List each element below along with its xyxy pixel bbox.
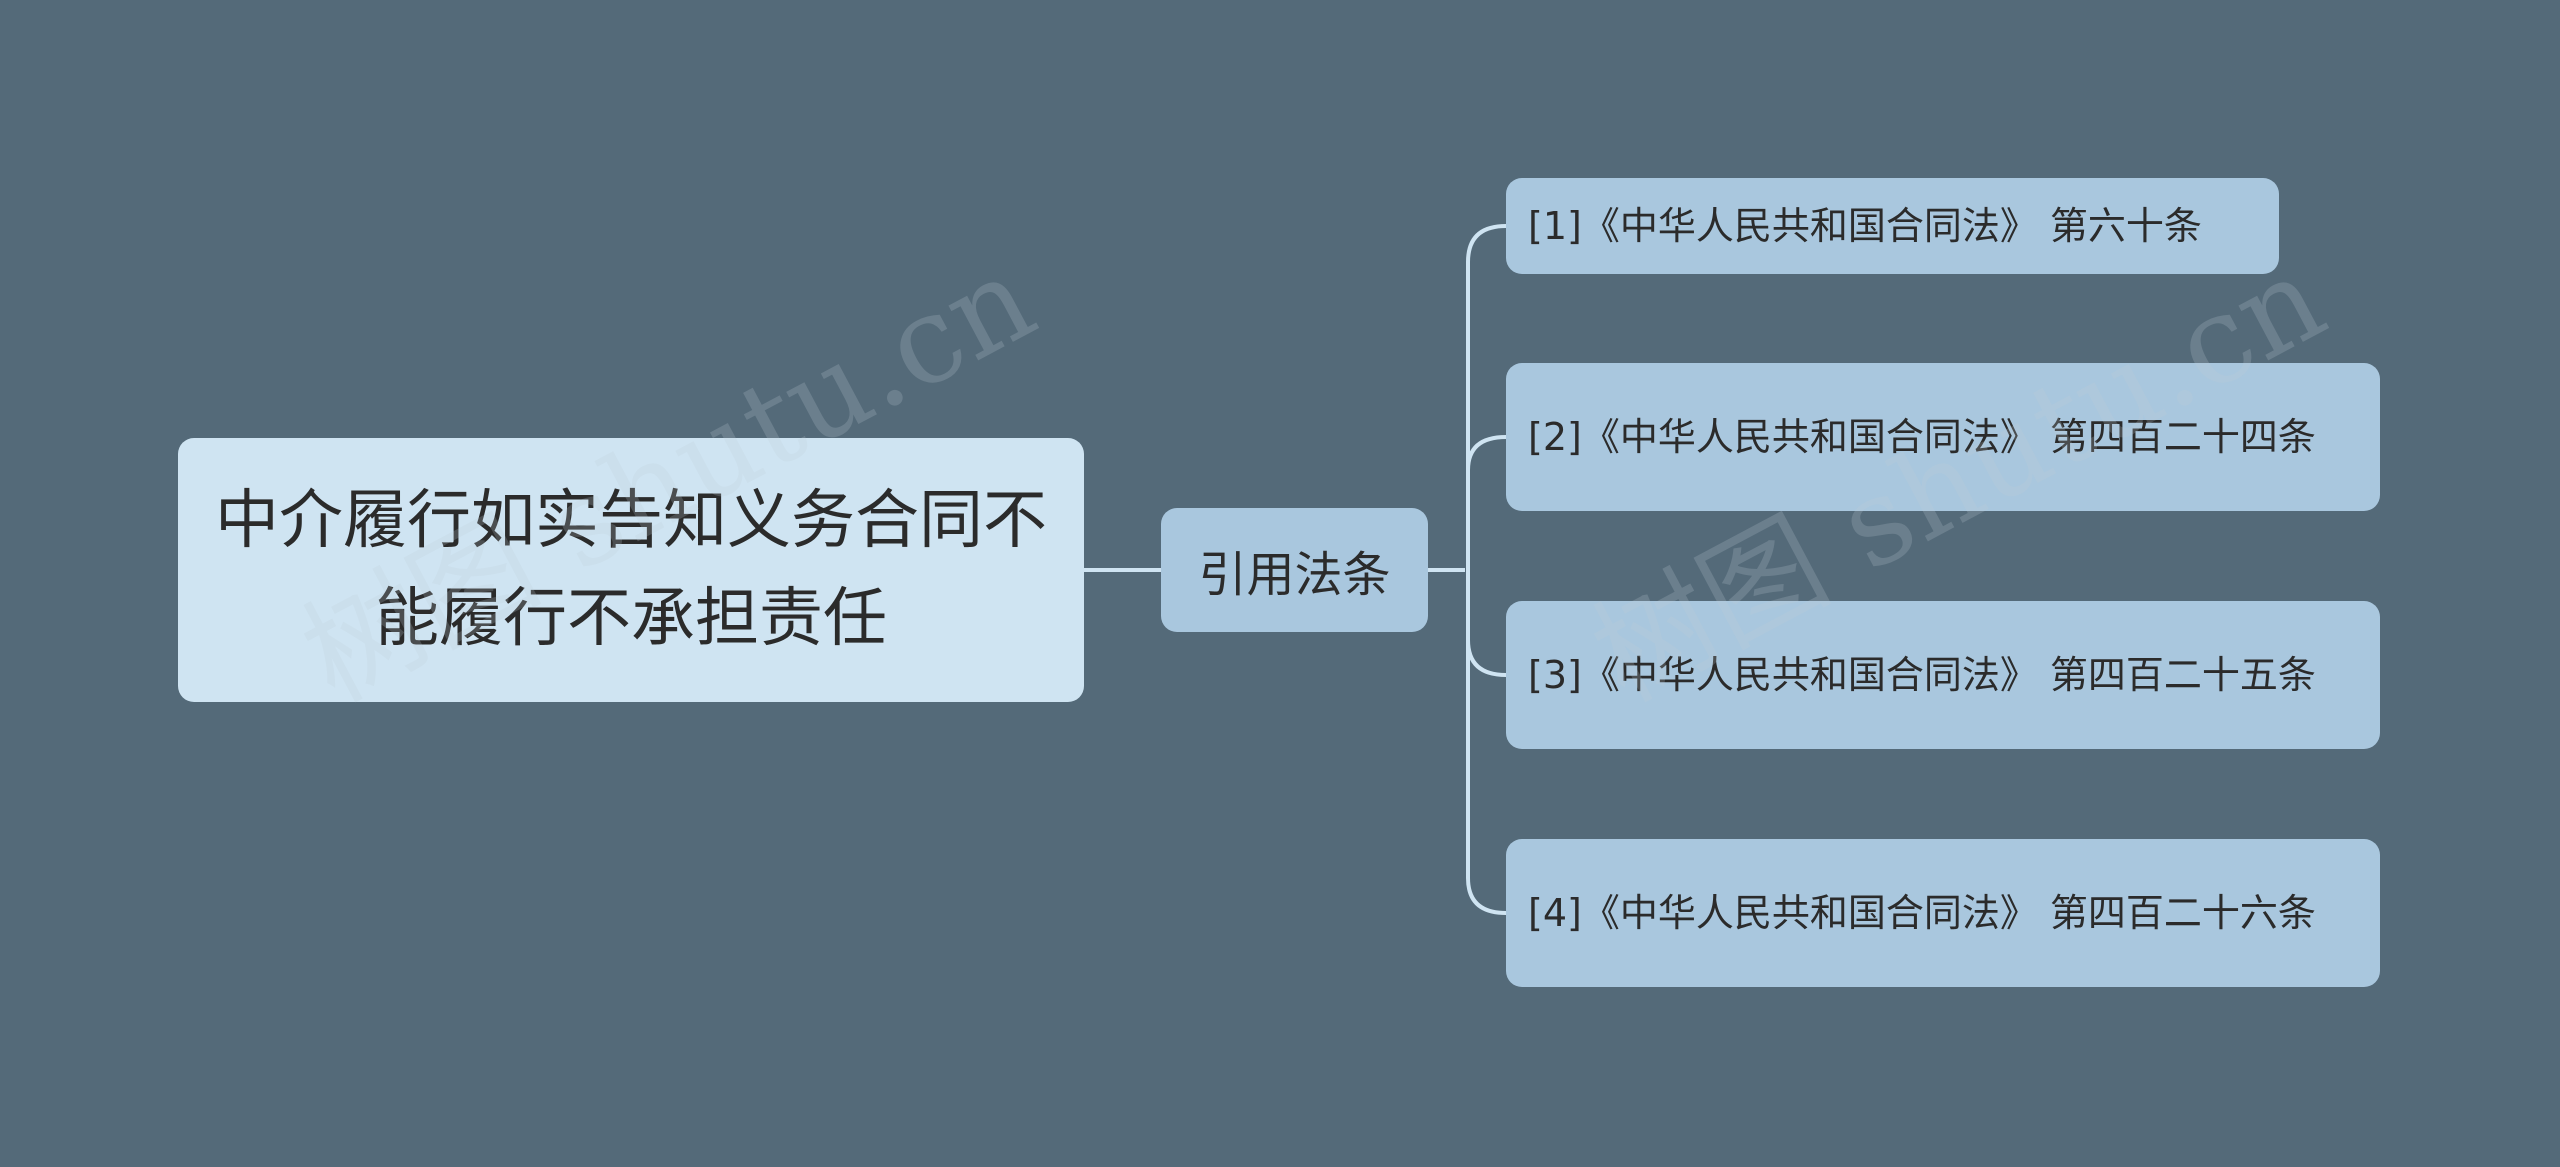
connector-to-leaf-2 (1466, 435, 1507, 471)
root-topic-text: 中介履行如实告知义务合同不能履行不承担责任 (215, 484, 1047, 656)
subtopic-cited-laws[interactable]: 引用法条 (1161, 508, 1428, 632)
leaf-topic-1[interactable]: [1]《中华人民共和国合同法》 第六十条 (1506, 178, 2279, 274)
leaf-label: [2]《中华人民共和国合同法》 第四百二十四条 (1528, 415, 2316, 459)
root-topic[interactable]: 中介履行如实告知义务合同不能履行不承担责任 (178, 438, 1084, 702)
leaf-label: [3]《中华人民共和国合同法》 第四百二十五条 (1528, 653, 2316, 697)
leaf-topic-2[interactable]: [2]《中华人民共和国合同法》 第四百二十四条 (1506, 363, 2380, 511)
subtopic-label: 引用法条 (1198, 547, 1391, 603)
connector-bracket (1466, 224, 1507, 915)
connector-to-leaf-3 (1466, 639, 1507, 677)
leaf-topic-4[interactable]: [4]《中华人民共和国合同法》 第四百二十六条 (1506, 839, 2380, 987)
leaf-label: [4]《中华人民共和国合同法》 第四百二十六条 (1528, 891, 2316, 935)
leaf-label: [1]《中华人民共和国合同法》 第六十条 (1528, 204, 2202, 248)
leaf-topic-3[interactable]: [3]《中华人民共和国合同法》 第四百二十五条 (1506, 601, 2380, 749)
